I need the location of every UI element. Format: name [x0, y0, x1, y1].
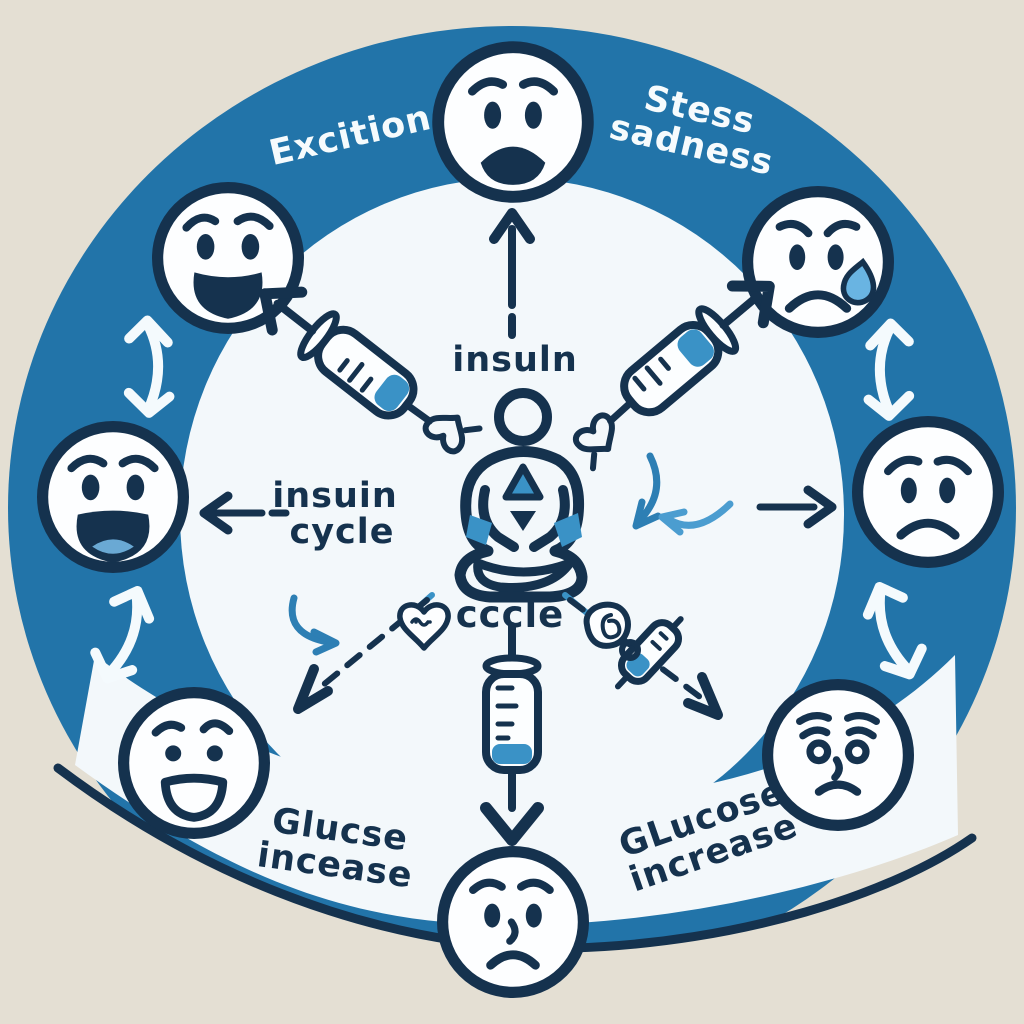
- blue-curved-arrow-right: [288, 594, 340, 656]
- meditating-person-icon: [454, 388, 588, 603]
- label-insulin: insuln: [452, 340, 578, 380]
- arrow-up-icon: [489, 208, 535, 339]
- double-arrow-right-lower: [862, 582, 927, 680]
- right-sleeve-accent: [554, 513, 582, 547]
- syringe-arrow-top-left: [259, 286, 483, 455]
- chest-arrow-down: [510, 511, 536, 531]
- heart-icon: [572, 412, 615, 453]
- face-top-right: [742, 186, 894, 338]
- arrow-right-icon: [756, 485, 837, 529]
- small-syringe-icon: [614, 616, 684, 690]
- blue-curved-arrow-down: [632, 452, 662, 530]
- label-insulin-cycle: insuin cycle: [255, 478, 415, 551]
- face-bottom-center: [437, 846, 589, 998]
- chest-arrow-up: [502, 463, 544, 501]
- label-cycle-line2: cycle: [289, 512, 395, 553]
- syringe-arrow-down: [480, 622, 544, 846]
- bottom-white-band: [75, 655, 958, 925]
- tear-drop: [840, 257, 877, 306]
- face-top-center: [432, 41, 594, 203]
- pancreas-icon: [583, 601, 641, 661]
- insulin-fluid: [677, 329, 714, 367]
- face-middle-left: [37, 421, 189, 573]
- insulin-fluid: [374, 374, 410, 412]
- double-arrow-left-lower: [90, 586, 155, 684]
- blue-curved-arrow-left: [658, 500, 734, 536]
- double-arrow-left-upper: [123, 315, 175, 418]
- insulin-fluid: [492, 744, 532, 764]
- double-arrow-right-upper: [863, 318, 915, 421]
- heart-icon: [422, 414, 466, 455]
- left-sleeve-accent: [466, 515, 492, 545]
- syringe-arrow-top-right: [572, 280, 775, 472]
- face-middle-right: [852, 416, 1004, 568]
- arrow-left-icon: [199, 491, 290, 535]
- face-bottom-right: [762, 679, 914, 831]
- label-cycle-line1: insuin: [272, 476, 398, 516]
- face-bottom-left: [118, 687, 270, 839]
- beige-below-swoosh: [0, 768, 1024, 1024]
- pancreas-heart-icon: [397, 602, 451, 651]
- tongue: [92, 539, 134, 554]
